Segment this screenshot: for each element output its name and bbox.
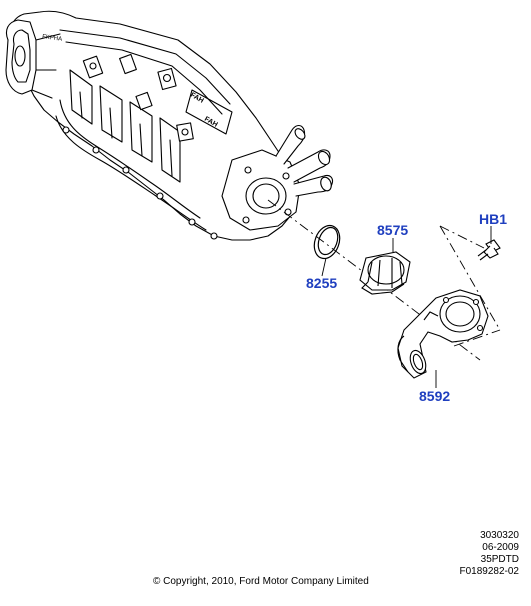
copyright-notice: © Copyright, 2010, Ford Motor Company Li…: [153, 576, 369, 587]
reference-number: 3030320: [480, 530, 519, 541]
callout-hb1[interactable]: HB1: [479, 211, 507, 227]
reference-figure-id: F0189282-02: [459, 566, 520, 577]
bolt-hb1[interactable]: [477, 239, 501, 261]
o-ring-8255[interactable]: [310, 222, 344, 262]
intake-manifold: [5, 10, 334, 241]
leader-lines: [321, 226, 492, 388]
manifold-small-label: FKPHA: [42, 34, 63, 43]
callout-8575[interactable]: 8575: [377, 222, 408, 238]
callout-8592[interactable]: 8592: [419, 388, 450, 404]
reference-code: 35PDTD: [480, 554, 519, 565]
callout-8255[interactable]: 8255: [306, 275, 337, 291]
reference-block: 3030320 06-2009 35PDTD F0189282-02: [460, 530, 520, 578]
thermostat-housing-8592[interactable]: [397, 289, 489, 379]
reference-date: 06-2009: [482, 542, 519, 553]
thermostat-8575[interactable]: [359, 251, 411, 295]
